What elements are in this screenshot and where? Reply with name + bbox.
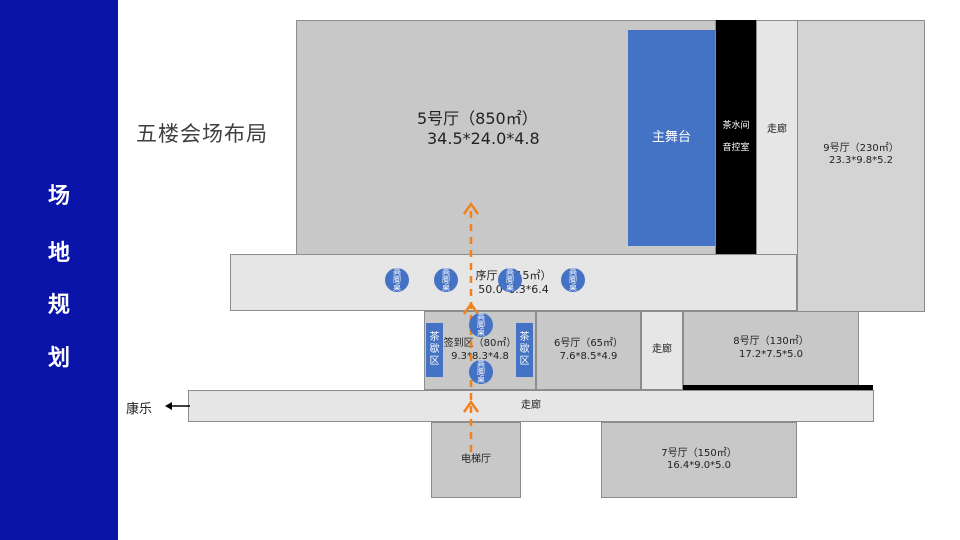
spot-char: 脚	[477, 367, 485, 376]
spot-char: 桌	[477, 328, 485, 337]
spot-char: 高	[393, 267, 401, 276]
spot-char: 桌	[569, 283, 577, 292]
main-stage: 主舞台	[628, 30, 715, 246]
control-room-label: 音控室	[722, 142, 750, 153]
tea-break-char: 区	[519, 356, 530, 367]
tea-break-char: 歇	[429, 344, 440, 355]
tea-room-label: 茶水间	[722, 121, 750, 132]
spot-char: 桌	[506, 283, 514, 292]
hall-9-name: 9号厅（230㎡）	[823, 142, 899, 154]
hall-5-dims: 34.5*24.0*4.8	[427, 129, 540, 148]
hall-7-dims: 16.4*9.0*5.0	[666, 460, 732, 471]
high-table-spot: 高 脚 桌	[469, 313, 493, 337]
corridor-top-label: 走廊	[767, 124, 787, 136]
main-stage-label: 主舞台	[651, 129, 691, 145]
spot-char: 脚	[477, 320, 485, 329]
corridor-top: 走廊	[756, 20, 798, 255]
hall-8-wall	[683, 385, 873, 390]
hall-8: 8号厅（130㎡） 17.2*7.5*5.0	[683, 311, 859, 386]
sidebar-char: 场	[47, 184, 70, 209]
elevator-hall: 电梯厅	[431, 422, 521, 498]
high-table-spot: 高 脚 桌	[498, 268, 522, 292]
high-table-spot: 高 脚 桌	[469, 360, 493, 384]
map-title: 五楼会场布局	[136, 122, 268, 146]
signin-dims: 9.3*8.3*4.8	[451, 350, 509, 362]
tea-break-area-left: 茶 歇 区	[426, 323, 443, 377]
spot-char: 高	[477, 359, 485, 368]
spot-char: 脚	[442, 275, 450, 284]
signin-name: 签到区（80㎡）	[443, 338, 517, 349]
high-table-spot: 高 脚 桌	[434, 268, 458, 292]
hall-6-name: 6号厅（65㎡）	[553, 338, 624, 349]
hall-9: 9号厅（230㎡） 23.3*9.8*5.2	[797, 20, 925, 312]
elevator-hall-label: 电梯厅	[461, 453, 491, 465]
hall-6-dims: 7.6*8.5*4.9	[559, 350, 618, 362]
spot-char: 桌	[393, 283, 401, 292]
high-table-spot: 高 脚 桌	[385, 268, 409, 292]
spot-char: 桌	[477, 375, 485, 384]
tea-break-char: 区	[429, 356, 440, 367]
sidebar: 场 地 规 划	[0, 0, 118, 540]
hall-7-name: 7号厅（150㎡）	[661, 447, 737, 459]
spot-char: 桌	[442, 283, 450, 292]
sidebar-char: 划	[47, 346, 70, 371]
hall-8-name: 8号厅（130㎡）	[733, 336, 809, 347]
sidebar-char: 规	[47, 293, 70, 318]
spot-char: 脚	[569, 275, 577, 284]
corridor-mid-label: 走廊	[652, 344, 672, 356]
hall-5-name: 5号厅（850㎡）	[417, 109, 538, 128]
corridor-main: 走廊	[188, 390, 874, 422]
hall-6: 6号厅（65㎡） 7.6*8.5*4.9	[536, 311, 641, 390]
tea-break-area-right: 茶 歇 区	[516, 323, 533, 377]
tea-break-char: 歇	[519, 344, 530, 355]
spot-char: 高	[569, 267, 577, 276]
spot-char: 高	[442, 267, 450, 276]
spot-char: 高	[506, 267, 514, 276]
spot-char: 高	[477, 312, 485, 321]
hall-9-dims: 23.3*9.8*5.2	[828, 155, 894, 166]
high-table-spot: 高 脚 桌	[561, 268, 585, 292]
sidebar-char: 地	[47, 241, 70, 266]
tea-control-room: 茶水间 音控室	[716, 20, 756, 255]
hall-8-dims: 17.2*7.5*5.0	[738, 348, 804, 360]
kangle-label: 康乐	[126, 402, 153, 417]
kangle-arrow-icon	[165, 402, 190, 410]
corridor-mid: 走廊	[641, 311, 683, 390]
corridor-main-label: 走廊	[521, 399, 541, 411]
hall-7: 7号厅（150㎡） 16.4*9.0*5.0	[601, 422, 797, 498]
spot-char: 脚	[393, 275, 401, 284]
tea-break-char: 茶	[429, 332, 440, 343]
tea-break-char: 茶	[519, 332, 530, 343]
spot-char: 脚	[506, 275, 514, 284]
